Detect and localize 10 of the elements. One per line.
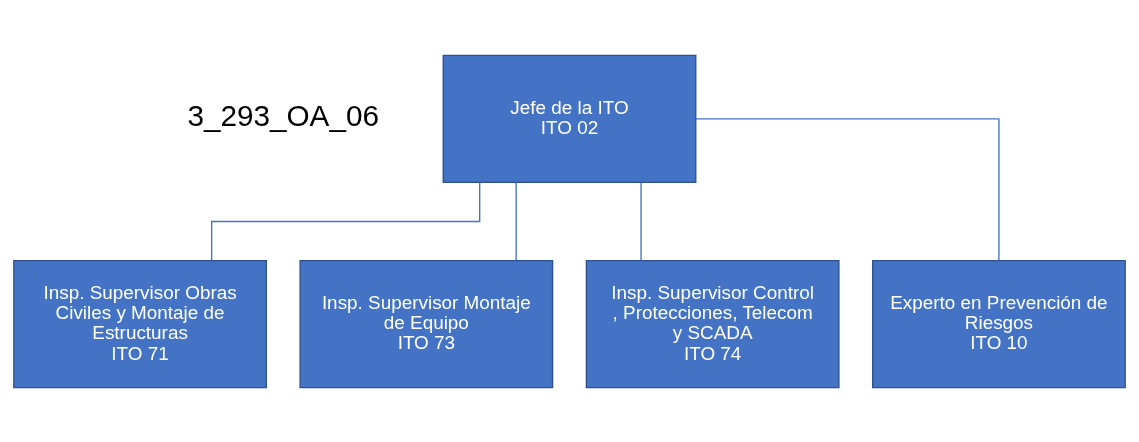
node-box: Insp. Supervisor Obras Civiles y Montaje de Estructuras ITO 71 [13,259,267,388]
node-box: Insp. Supervisor Montaje de Equipo ITO 73 [299,259,554,388]
connector [515,181,517,261]
connector [210,181,481,261]
node-box: Experto en Prevención de Riesgos ITO 10 [872,259,1126,388]
node-box: Insp. Supervisor Control , Protecciones, Telecom y SCADA ITO 74 [585,259,840,388]
connector [695,117,1000,261]
label: 3_293_OA_06 [187,98,379,132]
node-box: Jefe de la ITO ITO 02 [442,54,697,183]
connector [640,181,642,261]
